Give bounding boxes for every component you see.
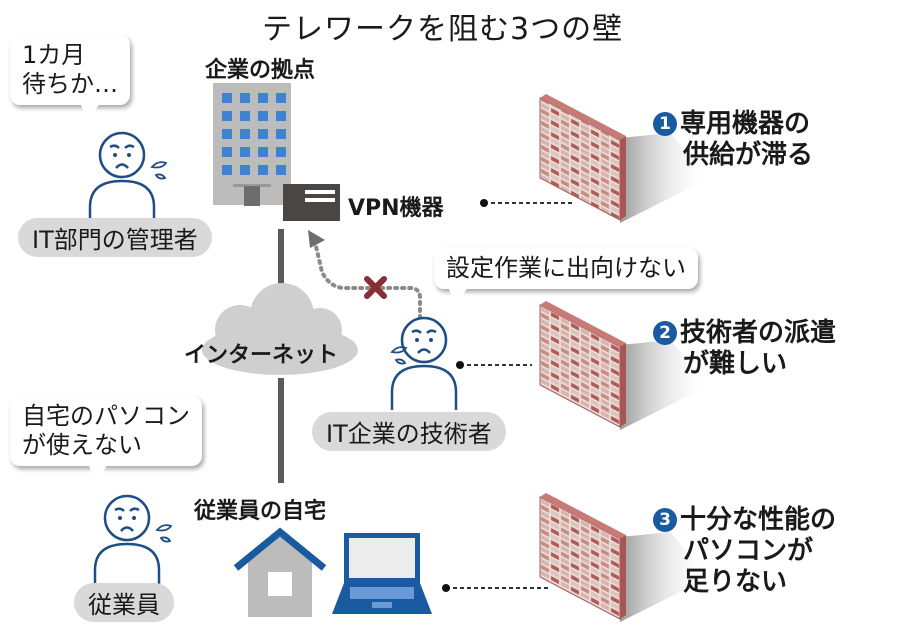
brick-wall-icon — [539, 94, 710, 223]
number-badge: 2 — [653, 321, 677, 345]
worried-person-icon — [390, 316, 458, 410]
wall-caption-line: 十分な性能の — [680, 505, 837, 535]
wall-caption-line: 専用機器の — [680, 109, 811, 139]
connector-dot — [442, 584, 450, 592]
window — [240, 129, 250, 139]
bubble-tail — [448, 287, 468, 305]
bubble-tail — [88, 464, 108, 482]
speech-bubble-admin: 1カ月 待ちか… — [10, 35, 130, 121]
wall-shadow — [620, 532, 710, 622]
page-title: テレワークを阻む3つの壁 — [262, 12, 624, 47]
window — [258, 147, 268, 157]
office-building-icon — [213, 83, 291, 206]
cloud-icon — [202, 283, 358, 375]
number-badge: 3 — [653, 508, 677, 532]
window — [258, 165, 268, 175]
network-line-lower — [278, 378, 284, 483]
home-label: 従業員の自宅 — [194, 499, 327, 524]
wall-top — [540, 301, 626, 347]
sweat-drop-icon — [390, 346, 408, 365]
role-label-employee: 従業員 — [74, 583, 174, 622]
window — [222, 111, 232, 121]
speech-line: 1カ月 — [22, 41, 86, 69]
wall-side — [620, 136, 626, 220]
connector-dot — [456, 361, 464, 369]
speech-line: が使えない — [22, 431, 142, 459]
arrow-head-icon — [308, 230, 325, 248]
wall-caption-line: 技術者の派遣 — [680, 318, 837, 348]
connector-lines — [446, 202, 575, 589]
window — [240, 165, 250, 175]
wall-caption-line: パソコンが — [683, 536, 814, 566]
window — [276, 147, 286, 157]
window — [258, 93, 268, 103]
number-badge: 1 — [653, 112, 677, 136]
worried-person-icon — [93, 494, 173, 588]
window — [258, 111, 268, 121]
house-icon — [233, 527, 327, 617]
vpn-label: VPN機器 — [348, 196, 444, 221]
role-label-engineer: IT企業の技術者 — [312, 412, 506, 451]
window — [222, 147, 232, 157]
brick-wall-icon — [539, 493, 710, 622]
vpn-device-icon — [283, 184, 340, 221]
wall-caption-line: 供給が滞る — [683, 140, 814, 170]
speech-line: 自宅のパソコン — [22, 402, 190, 430]
window — [276, 165, 286, 175]
window — [276, 111, 286, 121]
bubble-tail — [80, 103, 100, 121]
sweat-drop-icon — [155, 524, 173, 543]
speech-line: 待ちか… — [22, 70, 118, 98]
window — [222, 93, 232, 103]
network-line-upper — [278, 229, 284, 289]
role-label-admin: IT部門の管理者 — [18, 218, 212, 257]
sweat-drop-icon — [150, 161, 168, 180]
brick-wall-icon — [539, 301, 710, 430]
wall-shadow — [620, 340, 710, 430]
wall-top — [540, 493, 626, 539]
window — [240, 111, 250, 121]
window — [222, 165, 232, 175]
window — [240, 147, 250, 157]
wall-top — [540, 94, 626, 140]
wall-side — [620, 535, 626, 619]
internet-label: インターネット — [184, 343, 339, 368]
office-label: 企業の拠点 — [205, 58, 316, 83]
window — [276, 93, 286, 103]
speech-bubble-engineer: 設定作業に出向けない — [434, 248, 698, 305]
wall-side — [620, 343, 626, 427]
wall-caption-line: 足りない — [683, 567, 788, 597]
window — [258, 129, 268, 139]
worried-person-icon — [88, 131, 168, 225]
blocked-path — [308, 230, 422, 320]
laptop-icon — [332, 533, 432, 614]
window — [222, 129, 232, 139]
connector-dot — [480, 199, 488, 207]
window — [276, 129, 286, 139]
speech-line: 設定作業に出向けない — [446, 254, 686, 282]
wall-caption-line: が難しい — [683, 349, 788, 379]
blocked-cross-icon — [364, 276, 387, 299]
window — [240, 93, 250, 103]
wall-shadow — [620, 133, 710, 223]
speech-bubble-employee: 自宅のパソコン が使えない — [10, 396, 202, 482]
